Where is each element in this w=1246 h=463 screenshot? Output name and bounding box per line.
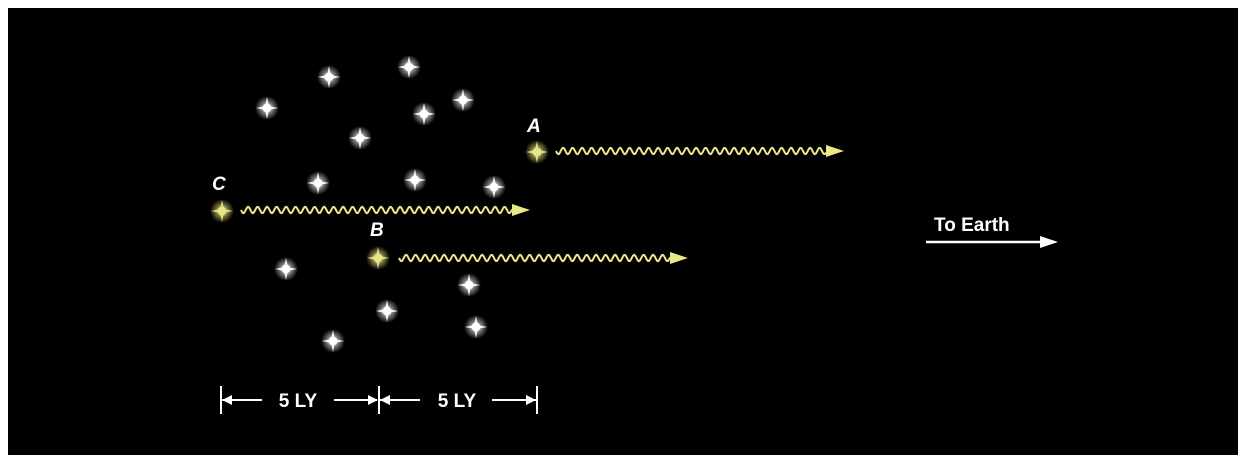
star-label-c: C bbox=[212, 174, 226, 195]
star-icon bbox=[255, 96, 279, 120]
star-icon bbox=[397, 55, 421, 79]
star-icon bbox=[464, 315, 488, 339]
star-icon bbox=[306, 171, 330, 195]
star-icon bbox=[451, 88, 475, 112]
star-icon bbox=[321, 329, 345, 353]
scale-label-left: 5 LY bbox=[279, 391, 318, 412]
star-label-a: A bbox=[526, 116, 541, 137]
star-icon bbox=[403, 168, 427, 192]
star-c-icon bbox=[210, 199, 234, 223]
star-b-icon bbox=[366, 246, 390, 270]
star-icon bbox=[274, 257, 298, 281]
star-icon bbox=[482, 175, 506, 199]
star-icon bbox=[317, 65, 341, 89]
scale-label-right: 5 LY bbox=[438, 391, 477, 412]
star-a-icon bbox=[525, 140, 549, 164]
star-label-b: B bbox=[370, 220, 384, 241]
direction-label: To Earth bbox=[934, 215, 1010, 236]
star-icon bbox=[412, 102, 436, 126]
star-icon bbox=[375, 299, 399, 323]
diagram-background bbox=[8, 8, 1238, 455]
star-icon bbox=[457, 273, 481, 297]
star-icon bbox=[348, 126, 372, 150]
